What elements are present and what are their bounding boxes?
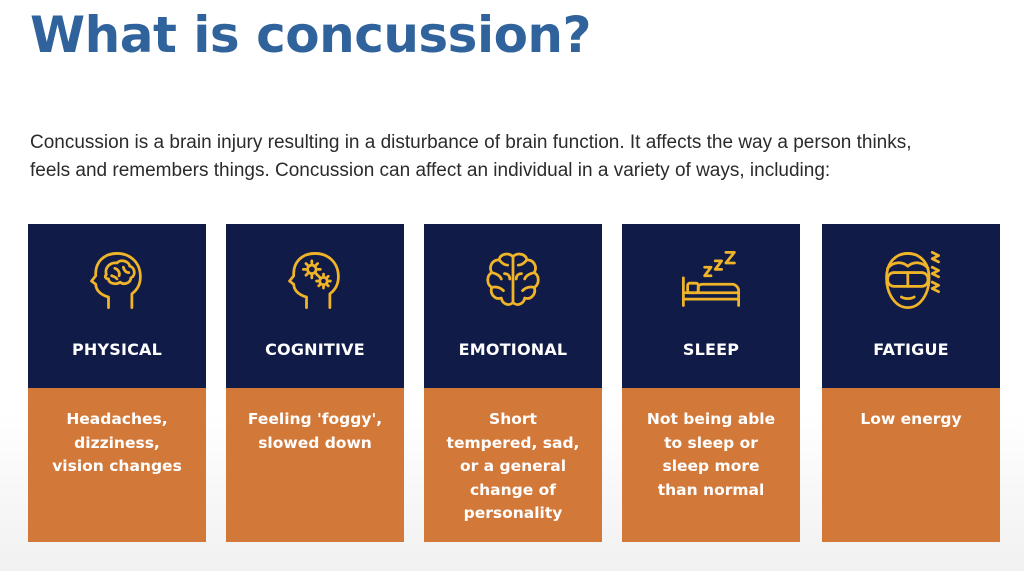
card-title: SLEEP — [682, 340, 740, 359]
symptom-cards: PHYSICAL Headaches, dizziness, vision ch… — [28, 224, 1000, 542]
head-brain-icon — [83, 246, 151, 314]
description-line: Short — [489, 410, 537, 428]
brain-icon — [479, 246, 547, 314]
sleep-mask-face-icon — [877, 246, 945, 314]
card-title: PHYSICAL — [71, 340, 163, 359]
card-title: FATIGUE — [873, 340, 949, 359]
head-gears-icon — [281, 246, 349, 314]
description-line: vision changes — [52, 457, 182, 475]
card-sleep: SLEEP Not being able to sleep or sleep m… — [622, 224, 800, 542]
description-line: personality — [463, 504, 563, 522]
card-emotional: EMOTIONAL Short tempered, sad, or a gene… — [424, 224, 602, 542]
intro-line: Concussion is a brain injury resulting i… — [30, 132, 912, 153]
card-cognitive: COGNITIVE Feeling 'foggy', slowed down — [226, 224, 404, 542]
card-description: Feeling 'foggy', slowed down — [236, 408, 394, 455]
description-line: Low energy — [860, 410, 962, 428]
description-line: or a general — [459, 457, 567, 475]
card-body: Not being able to sleep or sleep more th… — [622, 388, 800, 542]
description-line: slowed down — [258, 433, 372, 452]
description-line: Feeling 'foggy', — [247, 410, 383, 428]
intro-paragraph: Concussion is a brain injury resulting i… — [30, 129, 1000, 185]
description-line: Not being able — [646, 410, 776, 428]
card-header: EMOTIONAL — [424, 224, 602, 388]
description-line: change of — [469, 480, 557, 499]
description-line: Headaches, — [66, 410, 168, 428]
card-description: Low energy — [832, 408, 990, 432]
card-header: COGNITIVE — [226, 224, 404, 388]
description-line: sleep more — [662, 457, 760, 475]
description-line: dizziness, — [74, 433, 160, 452]
card-physical: PHYSICAL Headaches, dizziness, vision ch… — [28, 224, 206, 542]
description-line: tempered, sad, — [446, 433, 580, 452]
card-title: EMOTIONAL — [458, 340, 568, 359]
description-line: than normal — [657, 480, 765, 499]
description-line: to sleep or — [664, 433, 758, 452]
card-fatigue: FATIGUE Low energy — [822, 224, 1000, 542]
card-description: Headaches, dizziness, vision changes — [38, 408, 196, 479]
slide-title: What is concussion? — [30, 6, 592, 64]
card-body: Headaches, dizziness, vision changes — [28, 388, 206, 542]
card-title: COGNITIVE — [265, 340, 365, 359]
card-header: SLEEP — [622, 224, 800, 388]
bed-zzz-icon — [677, 246, 745, 314]
card-body: Short tempered, sad, or a general change… — [424, 388, 602, 542]
card-header: PHYSICAL — [28, 224, 206, 388]
card-description: Short tempered, sad, or a general change… — [434, 408, 592, 526]
card-description: Not being able to sleep or sleep more th… — [632, 408, 790, 502]
card-body: Feeling 'foggy', slowed down — [226, 388, 404, 542]
card-body: Low energy — [822, 388, 1000, 542]
card-header: FATIGUE — [822, 224, 1000, 388]
intro-line: feels and remembers things. Concussion c… — [30, 160, 831, 181]
